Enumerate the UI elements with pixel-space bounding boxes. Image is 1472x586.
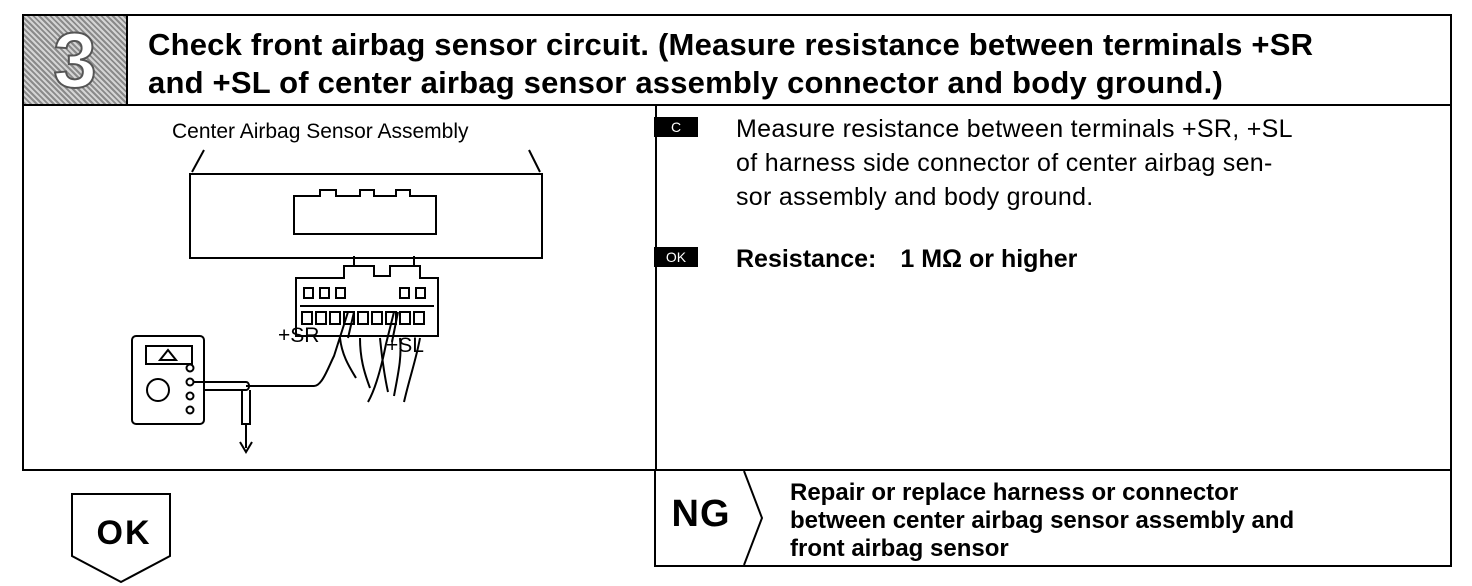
ohmmeter-dial-icon (146, 378, 170, 402)
ground-probe (241, 390, 251, 425)
terminal-sl-label: +SL (386, 334, 424, 357)
ng-result-box: NG Repair or replace harness or connecto… (654, 469, 1452, 567)
ohmmeter-body (131, 335, 205, 425)
sensor-assembly-body (189, 173, 543, 259)
step-title: Check front airbag sensor circuit. (Meas… (148, 26, 1438, 102)
ng-divider-chevron (743, 471, 764, 565)
ok-tag: OK (654, 247, 698, 267)
assembly-label: Center Airbag Sensor Assembly (172, 120, 469, 143)
spec-value: 1 MΩ or higher (900, 245, 1078, 273)
wiring-illustration: Center Airbag Sensor Assembly (24, 106, 657, 469)
step-title-line-2: and +SL of center airbag sensor assembly… (148, 65, 1224, 100)
ok-arrow-icon (71, 493, 171, 584)
step-number-badge: 3 (24, 15, 128, 105)
step-header: 3 Check front airbag sensor circuit. (Me… (24, 15, 1450, 106)
check-text: Measure resistance between terminals +SR… (736, 115, 1293, 211)
ohmmeter-display (145, 345, 193, 365)
ng-result-label: NG (671, 493, 731, 535)
test-lead-sr (246, 311, 349, 387)
ok-spec: OK Resistance: 1 MΩ or higher (654, 242, 1424, 276)
ground-arrow-icon (239, 441, 253, 454)
check-tag: C (654, 117, 698, 137)
label-leader-left (191, 149, 205, 173)
instructions-panel: C Measure resistance between terminals +… (654, 112, 1424, 276)
spec-label: Resistance: (736, 245, 877, 273)
connector-diagram: +SR +SL (131, 149, 543, 454)
label-leader-right (528, 149, 541, 173)
terminal-sr-label: +SR (278, 324, 319, 347)
diagnostic-step-box: 3 Check front airbag sensor circuit. (Me… (22, 14, 1452, 471)
check-instruction: C Measure resistance between terminals +… (654, 112, 1424, 214)
ok-result-label: OK (96, 514, 152, 552)
test-lead-sl (367, 311, 395, 403)
assembly-socket (293, 189, 437, 235)
ng-action-text: Repair or replace harness or connector b… (790, 479, 1295, 562)
resistance-spec: Resistance: 1 MΩ or higher (736, 242, 1424, 276)
harness-connector (295, 265, 439, 337)
step-title-line-1: Check front airbag sensor circuit. (Meas… (148, 27, 1314, 62)
